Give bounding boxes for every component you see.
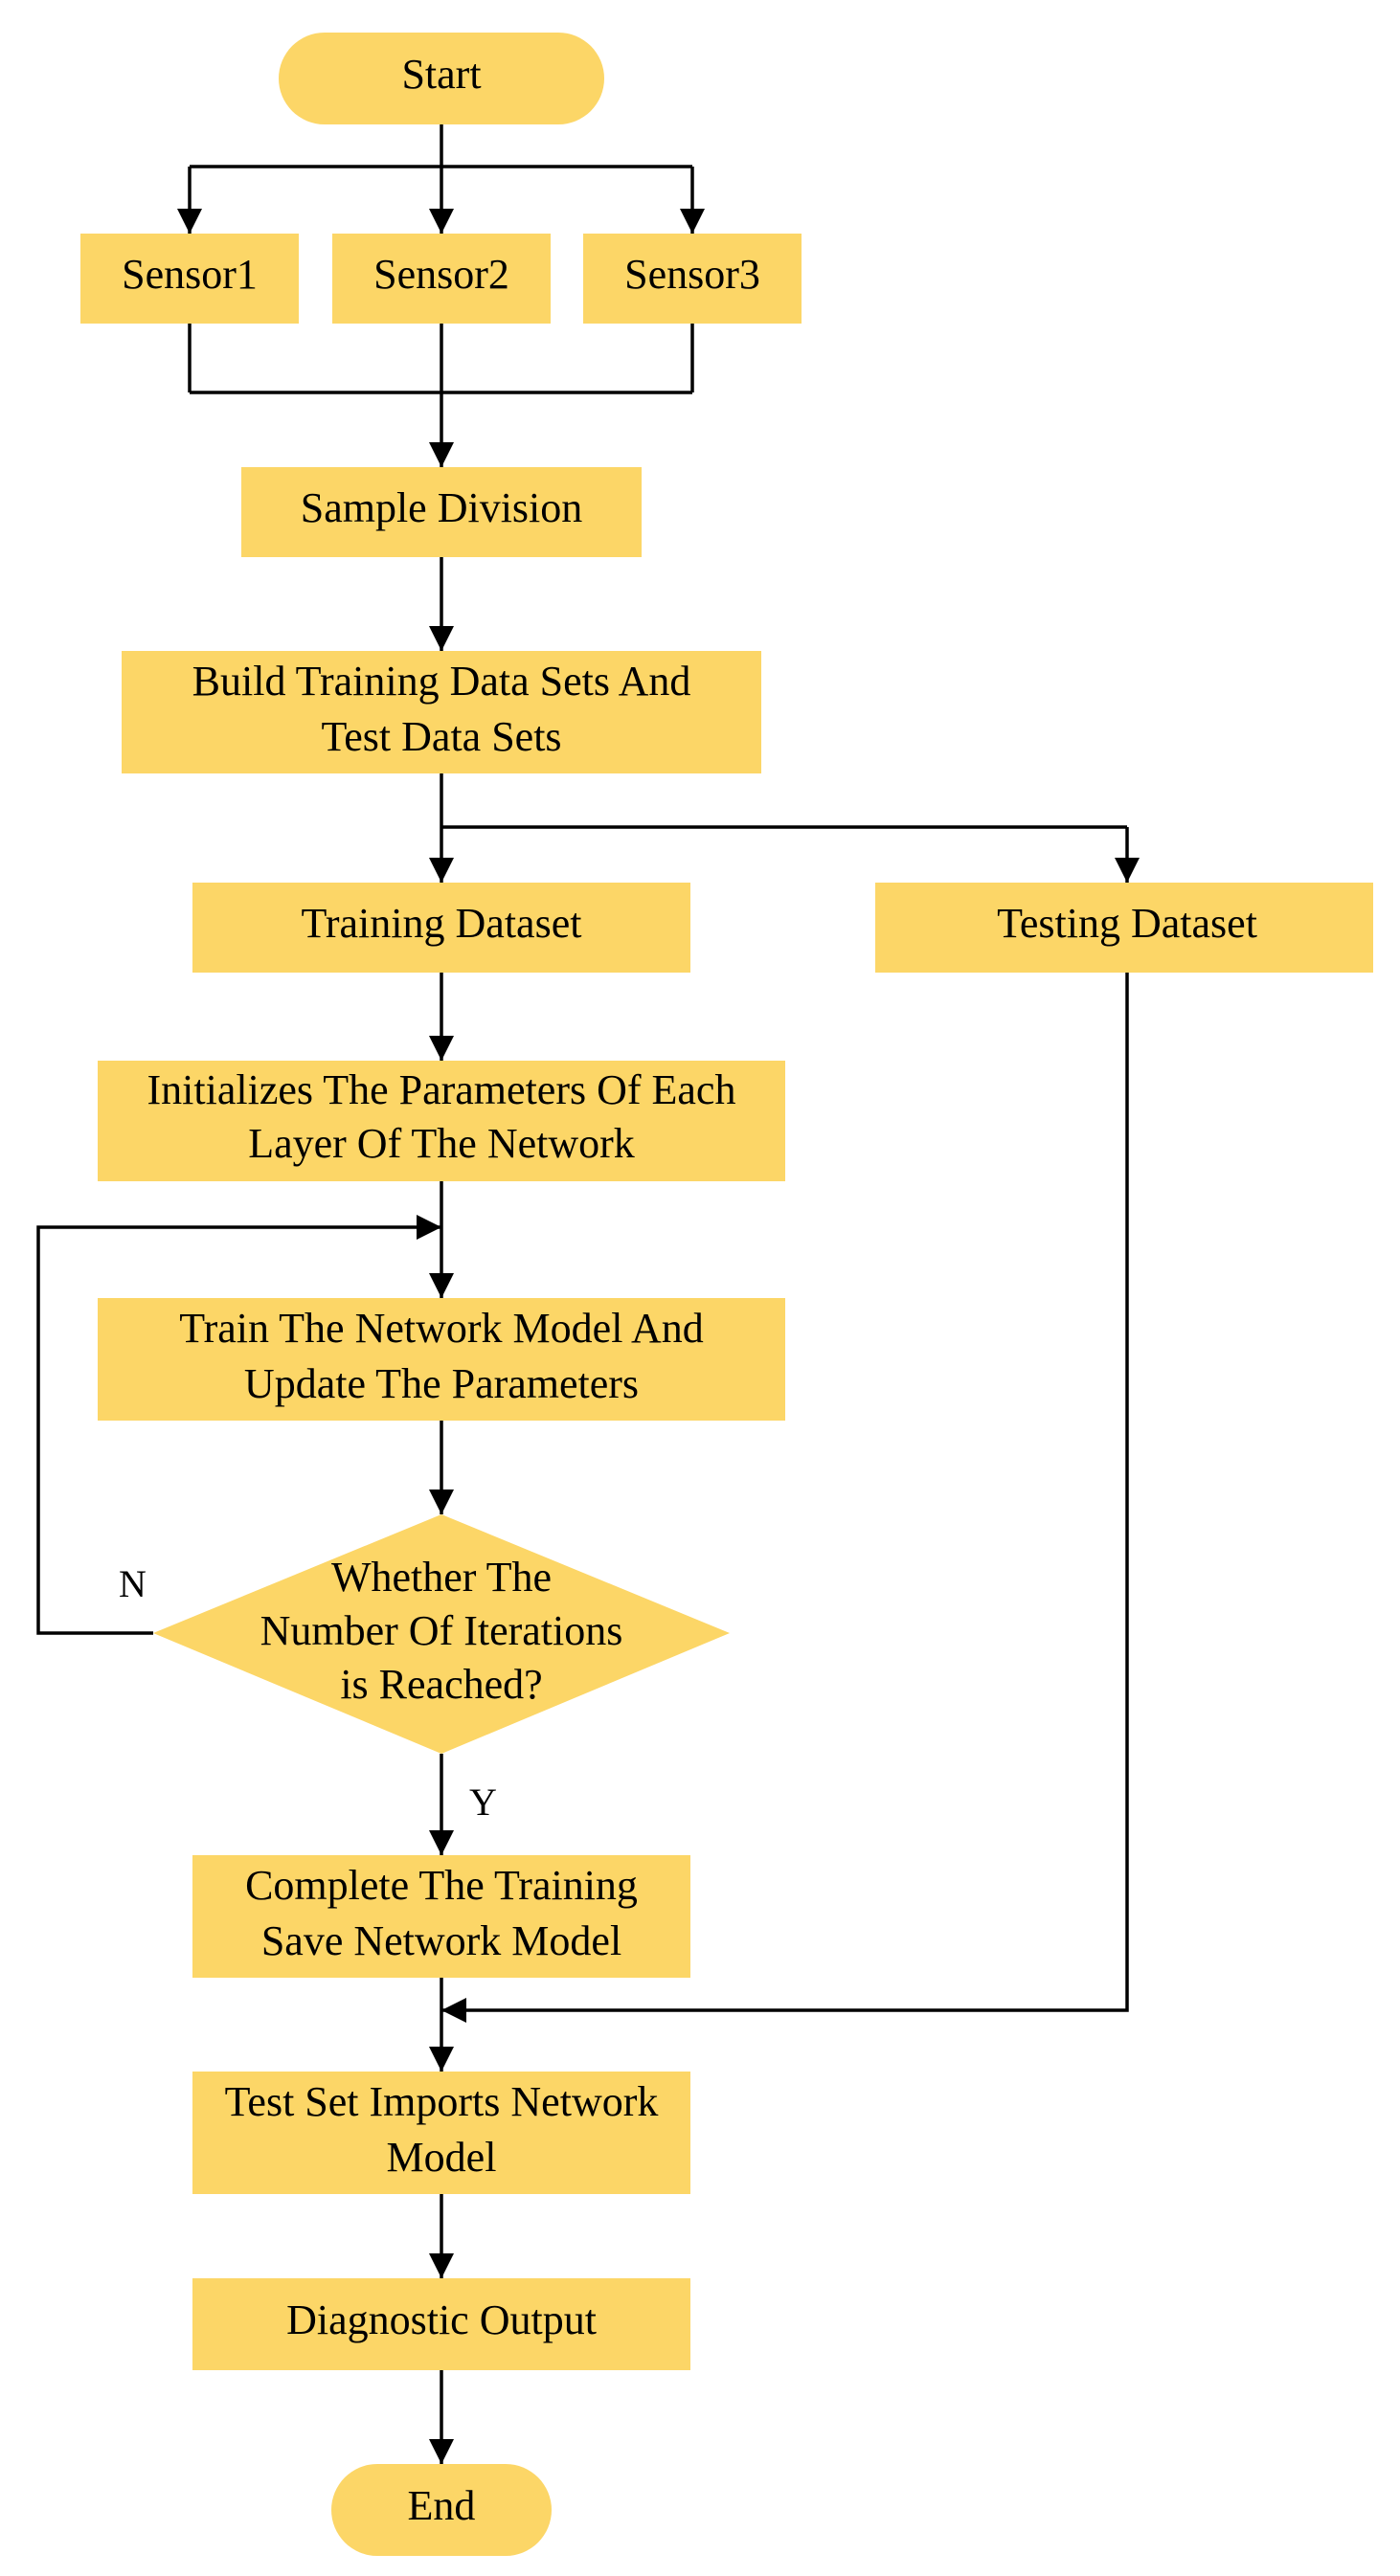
node-complete-training: Complete The Training Save Network Model xyxy=(192,1855,690,1978)
node-decision-line2: Number Of Iterations xyxy=(260,1607,623,1654)
node-sensor3-label: Sensor3 xyxy=(624,251,760,298)
node-decision-line3: is Reached? xyxy=(340,1661,542,1708)
edge-loop-no xyxy=(36,1215,441,1635)
node-test-import-line1: Test Set Imports Network xyxy=(225,2078,659,2125)
node-training-dataset: Training Dataset xyxy=(192,883,690,973)
node-training-dataset-label: Training Dataset xyxy=(302,900,582,947)
node-sample-division: Sample Division xyxy=(241,467,642,557)
node-start: Start xyxy=(279,33,604,124)
node-testing-dataset-label: Testing Dataset xyxy=(997,900,1257,947)
node-build-datasets: Build Training Data Sets And Test Data S… xyxy=(122,651,761,773)
node-initialize: Initializes The Parameters Of Each Layer… xyxy=(98,1061,785,1181)
edge-label-no: N xyxy=(119,1562,147,1605)
node-sample-division-label: Sample Division xyxy=(301,484,583,531)
node-build-datasets-line1: Build Training Data Sets And xyxy=(192,658,691,705)
edges xyxy=(36,124,1140,2464)
node-decision-line1: Whether The xyxy=(331,1554,552,1601)
node-sensor3: Sensor3 xyxy=(583,234,802,324)
node-build-datasets-line2: Test Data Sets xyxy=(321,713,561,760)
node-complete-training-line2: Save Network Model xyxy=(261,1917,621,1964)
node-end-label: End xyxy=(408,2482,476,2529)
node-decision: Whether The Number Of Iterations is Reac… xyxy=(153,1514,730,1754)
node-end: End xyxy=(331,2464,552,2556)
node-sensor1: Sensor1 xyxy=(80,234,299,324)
node-sensor1-label: Sensor1 xyxy=(122,251,258,298)
node-train-model-line2: Update The Parameters xyxy=(244,1360,639,1407)
node-complete-training-line1: Complete The Training xyxy=(245,1862,638,1909)
node-start-label: Start xyxy=(401,51,481,98)
node-test-import: Test Set Imports Network Model xyxy=(192,2072,690,2194)
node-sensor2: Sensor2 xyxy=(332,234,551,324)
node-initialize-line2: Layer Of The Network xyxy=(248,1120,635,1167)
node-test-import-line2: Model xyxy=(387,2134,497,2181)
node-testing-dataset: Testing Dataset xyxy=(875,883,1373,973)
node-train-model: Train The Network Model And Update The P… xyxy=(98,1298,785,1421)
node-train-model-line1: Train The Network Model And xyxy=(179,1305,704,1352)
node-diagnostic-output: Diagnostic Output xyxy=(192,2278,690,2370)
node-diagnostic-output-label: Diagnostic Output xyxy=(286,2296,597,2343)
node-initialize-line1: Initializes The Parameters Of Each xyxy=(147,1066,736,1113)
node-sensor2-label: Sensor2 xyxy=(373,251,509,298)
edge-label-yes: Y xyxy=(469,1781,497,1824)
edge-testing-to-join xyxy=(441,973,1129,2023)
